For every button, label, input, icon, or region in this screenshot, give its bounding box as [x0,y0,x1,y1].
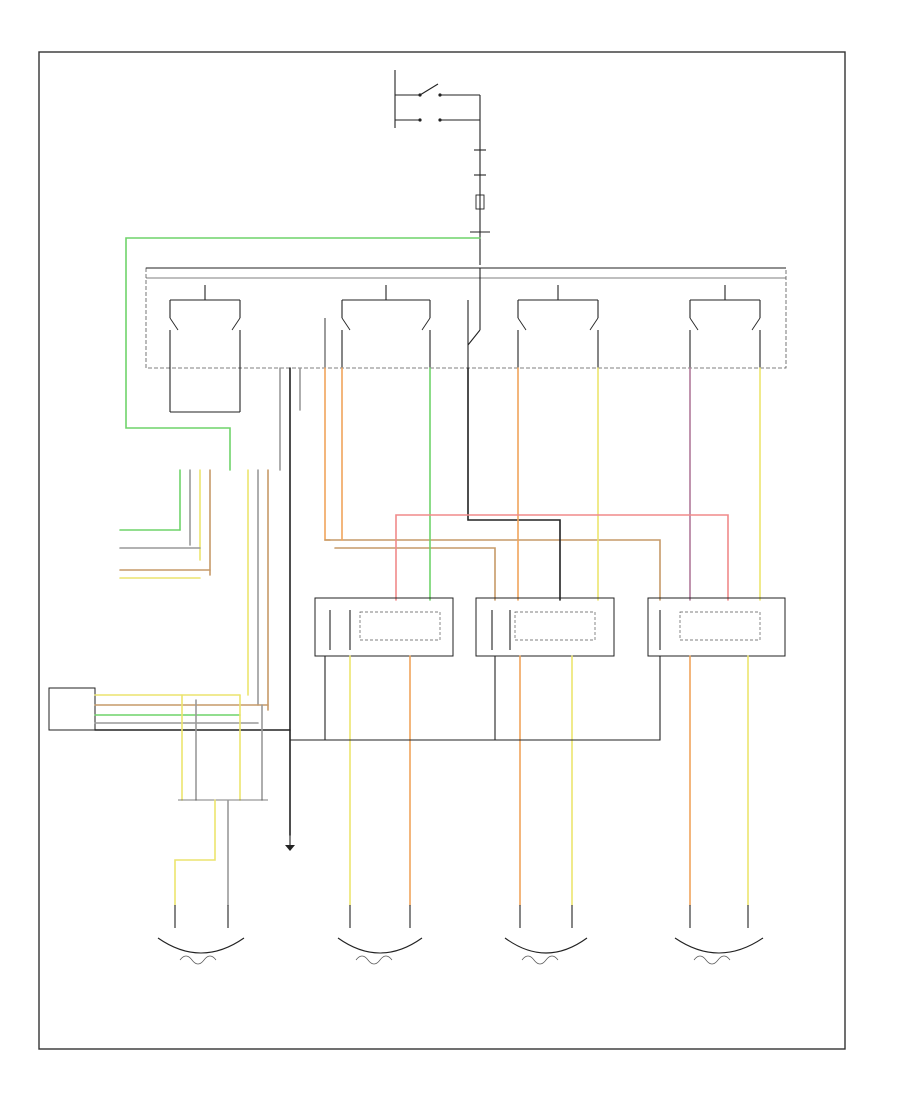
wire-red [395,514,729,601]
motor-right-front [337,905,423,965]
motor-right-rear [674,905,764,965]
left-connector [119,469,269,711]
ground-bus [290,656,661,741]
diagram-border [38,51,846,1050]
door-switch-left [314,597,454,657]
wire-tan-2 [334,547,496,601]
motor-left-rear [504,905,588,965]
main-switch-panel [145,267,787,369]
fuse-block [475,194,485,210]
ignition-switch [394,70,481,128]
motor-left-front [157,905,245,965]
control-module [48,687,291,731]
wire-tan-1 [324,539,661,601]
wire-green-feed [125,237,481,471]
door-switch-center [475,597,615,657]
ground-symbol [285,835,295,851]
wire-orange-main [324,367,331,541]
door-switch-right [647,597,786,657]
